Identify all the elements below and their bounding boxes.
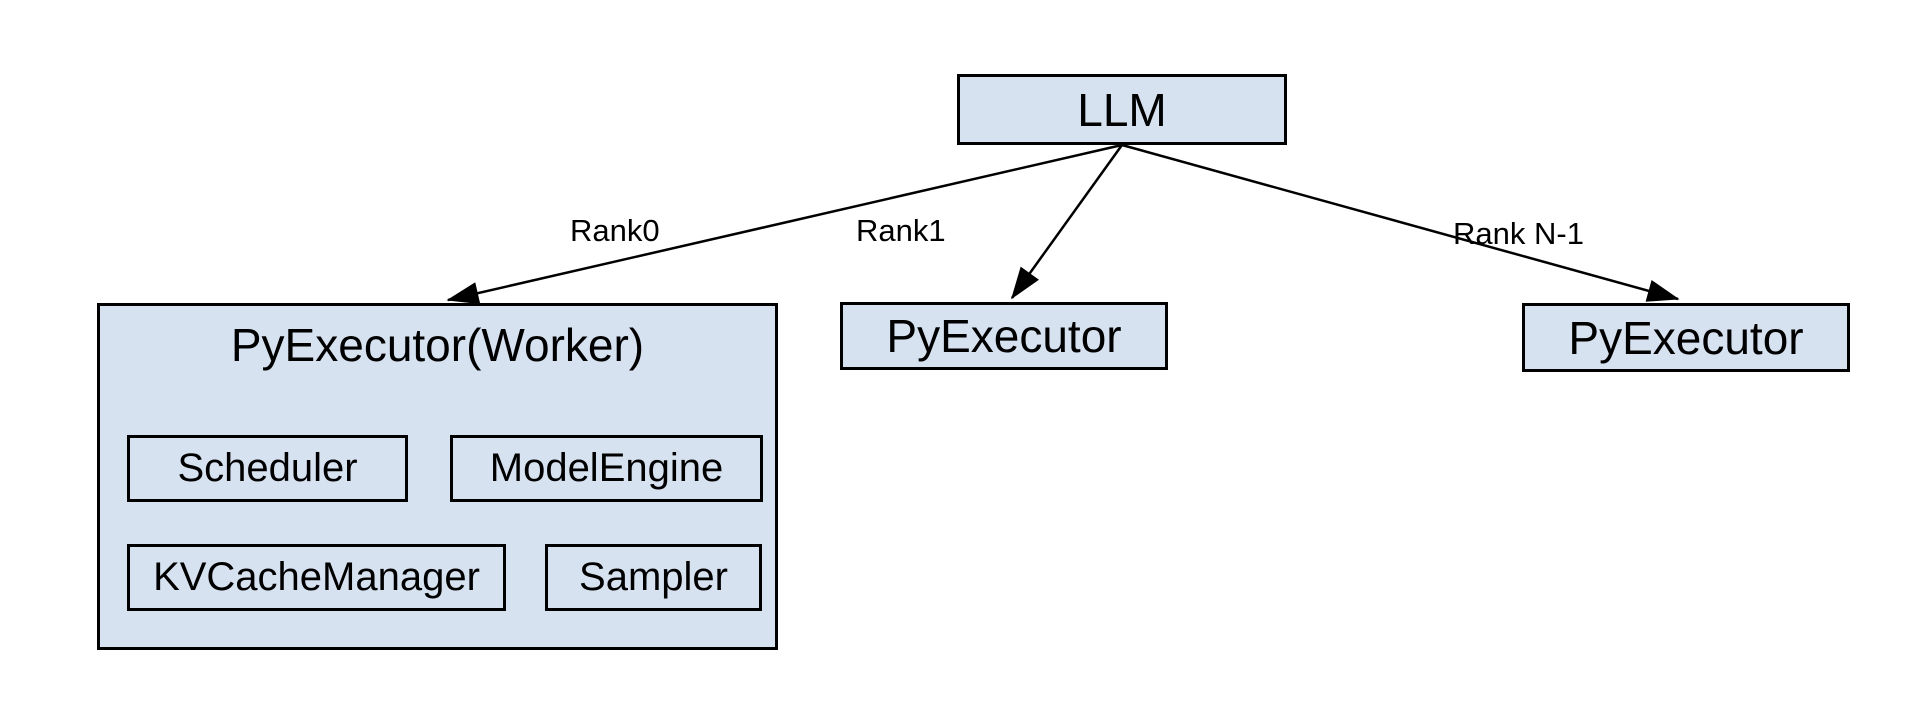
- edge-label-rank-n-1: Rank N-1: [1453, 216, 1584, 251]
- edge-rank-n-1-arrow: [1121, 143, 1680, 302]
- kvcachemanager-node-label: KVCacheManager: [153, 555, 480, 599]
- pyexecutor-worker-node: PyExecutor(Worker) Scheduler ModelEngine…: [97, 303, 778, 650]
- sampler-node: Sampler: [545, 544, 762, 611]
- pyexecutor-rank1-label: PyExecutor: [886, 310, 1122, 362]
- scheduler-node: Scheduler: [127, 435, 408, 502]
- sampler-node-label: Sampler: [579, 555, 728, 599]
- edge-rank1-arrow: [1010, 144, 1124, 300]
- pyexecutor-rank-n-1-label: PyExecutor: [1568, 311, 1804, 364]
- pyexecutor-rank-n-1-node: PyExecutor: [1522, 303, 1850, 372]
- edge-label-rank1: Rank1: [856, 213, 946, 248]
- llm-node-label: LLM: [1077, 83, 1167, 136]
- modelengine-node-label: ModelEngine: [489, 446, 724, 490]
- edge-label-rank0: Rank0: [570, 213, 660, 248]
- modelengine-node: ModelEngine: [450, 435, 763, 502]
- edge-rank0-arrow: [446, 143, 1123, 305]
- kvcachemanager-node: KVCacheManager: [127, 544, 506, 611]
- pyexecutor-rank1-node: PyExecutor: [840, 302, 1168, 370]
- pyexecutor-worker-title: PyExecutor(Worker): [230, 319, 645, 371]
- scheduler-node-label: Scheduler: [177, 446, 358, 490]
- llm-node: LLM: [957, 74, 1287, 145]
